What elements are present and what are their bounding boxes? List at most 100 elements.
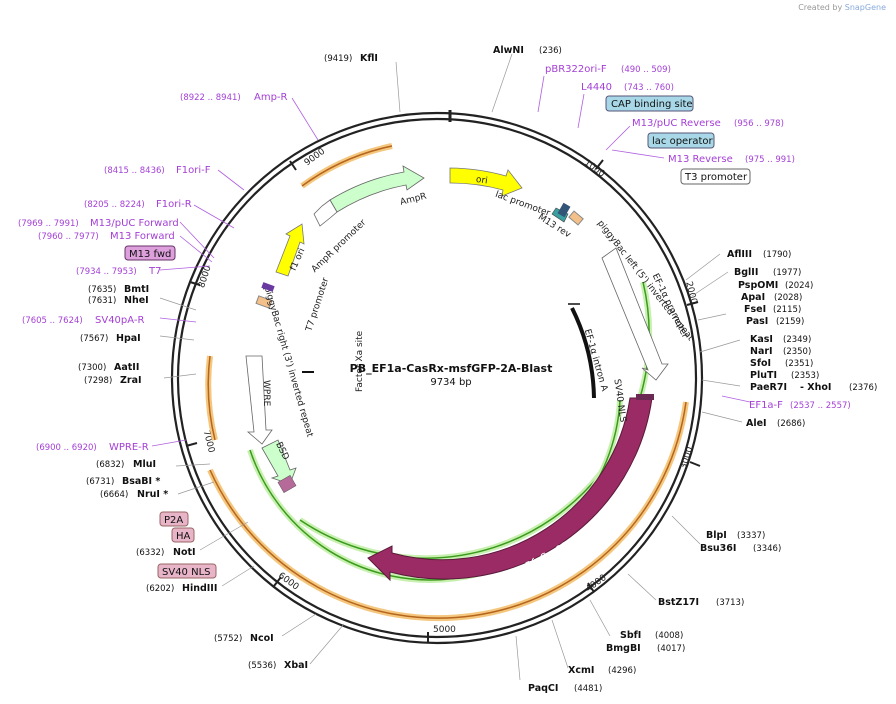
tick-1000 xyxy=(595,159,604,170)
site-nrui[interactable]: NruI * xyxy=(137,489,168,500)
site-bsabi[interactable]: BsaBI * xyxy=(122,476,160,487)
primer-t7[interactable]: T7 xyxy=(148,266,161,277)
primer-f1ori-f[interactable]: F1ori-F xyxy=(176,165,211,176)
primer-pbr322ori-f[interactable]: pBR322ori-F xyxy=(545,64,607,75)
site-nari[interactable]: NarI xyxy=(750,346,773,357)
box-sv40-nls-label: SV40 NLS xyxy=(162,567,211,578)
site-bmti[interactable]: BmtI xyxy=(124,284,149,295)
site-xcmi[interactable]: XcmI xyxy=(568,665,594,676)
primer-pbr322ori-f-pos: (490 .. 509) xyxy=(621,65,671,75)
site-xbai[interactable]: XbaI xyxy=(284,660,308,671)
f1-ori-feature[interactable] xyxy=(275,223,305,277)
m13-rev-label: M13 rev xyxy=(536,212,573,240)
site-nhei[interactable]: NheI xyxy=(124,295,149,306)
site-paqci[interactable]: PaqCI xyxy=(528,683,558,694)
primer-l4440[interactable]: L4440 xyxy=(581,82,612,93)
tick-8000 xyxy=(189,281,201,286)
piggybac-left-block[interactable] xyxy=(568,210,584,226)
site-blpi-pos: (3337) xyxy=(737,531,765,541)
site-pluti[interactable]: PluTI xyxy=(750,370,777,381)
backbone-inner-ring xyxy=(176,117,698,639)
site-paer7i[interactable]: PaeR7I xyxy=(750,382,787,393)
site-bmgbi[interactable]: BmgBI xyxy=(606,643,641,654)
ampr-feature[interactable] xyxy=(329,165,425,213)
ori-feature[interactable] xyxy=(449,167,523,197)
site-bsu36i[interactable]: Bsu36I xyxy=(700,543,736,554)
restriction-sites: (9419) KflI AlwNI (236) AflIII (1790) Bg… xyxy=(78,45,877,694)
box-sv40-nls[interactable] xyxy=(157,563,217,579)
ampr-promoter-label: AmpR promoter xyxy=(310,218,369,275)
site-hindiii[interactable]: HindIII xyxy=(182,583,217,594)
site-hpai[interactable]: HpaI xyxy=(116,333,141,344)
site-afliii[interactable]: AflIII xyxy=(727,249,752,260)
cds-arcs xyxy=(205,143,689,622)
piggybac-right-label: piggyBac right (3') inverted repeat xyxy=(262,285,315,438)
primer-ef1a-f[interactable]: EF1a-F xyxy=(749,400,783,411)
site-bglii[interactable]: BglII xyxy=(734,267,758,278)
tick-label-3000: 3000 xyxy=(679,445,696,470)
primer-sv40pa-r[interactable]: SV40pA-R xyxy=(95,315,144,326)
site-fsei[interactable]: FseI xyxy=(744,304,766,315)
rfxcas13d-feature[interactable] xyxy=(367,397,653,582)
box-m13-fwd[interactable] xyxy=(124,245,176,261)
site-zrai[interactable]: ZraI xyxy=(120,375,142,386)
box-ha-label: HA xyxy=(176,531,191,542)
primer-t7-pos: (7934 .. 7953) xyxy=(76,267,137,277)
site-mlui[interactable]: MluI xyxy=(133,459,156,470)
box-p2a[interactable] xyxy=(159,511,189,527)
box-lac-operator[interactable] xyxy=(647,132,715,149)
primer-f1ori-r[interactable]: F1ori-R xyxy=(156,199,192,210)
site-kasi-pos: (2349) xyxy=(783,335,811,345)
primer-m13-puc-forward[interactable]: M13/pUC Forward xyxy=(90,218,179,229)
ef1a-intron-label: EF-1α intron A xyxy=(582,328,610,393)
ef1a-promoter-feature[interactable] xyxy=(601,247,669,381)
site-sfoi[interactable]: SfoI xyxy=(750,358,771,369)
wpre-label: WPRE xyxy=(261,380,271,407)
box-t3-promoter-label: T3 promoter xyxy=(684,172,748,183)
wpre-feature[interactable] xyxy=(245,355,273,445)
site-xhoi[interactable]: - XhoI xyxy=(800,382,831,393)
site-kasi[interactable]: KasI xyxy=(750,334,773,345)
site-apai[interactable]: ApaI xyxy=(741,292,765,303)
box-t3-promoter[interactable] xyxy=(680,168,751,185)
site-pasi[interactable]: PasI xyxy=(746,316,768,327)
site-ncoi[interactable]: NcoI xyxy=(250,633,274,644)
primer-l4440-pos: (743 .. 760) xyxy=(624,83,674,93)
snapgene-brand: SnapGene xyxy=(844,3,886,12)
site-paqci-pos: (4481) xyxy=(574,684,602,694)
tick-7000 xyxy=(185,442,198,447)
site-pspomi[interactable]: PspOMI xyxy=(738,280,778,291)
site-blpi[interactable]: BlpI xyxy=(706,530,727,541)
primer-m13-puc-forward-pos: (7969 .. 7991) xyxy=(18,219,79,229)
site-alwni[interactable]: AlwNI xyxy=(493,45,524,56)
t7-promoter-label: T7 promoter xyxy=(304,276,331,333)
site-aatii[interactable]: AatII xyxy=(114,362,139,373)
t7-promoter-block[interactable] xyxy=(255,295,273,309)
box-m13-fwd-label: M13 fwd xyxy=(129,249,171,260)
primer-m13-puc-reverse[interactable]: M13/pUC Reverse xyxy=(632,118,721,129)
site-pluti-pos: (2353) xyxy=(791,371,819,381)
bsd-feature[interactable] xyxy=(261,439,297,485)
site-kfli[interactable]: KflI xyxy=(360,53,378,64)
tick-label-5000: 5000 xyxy=(433,625,456,635)
primer-f1ori-r-pos: (8205 .. 8224) xyxy=(84,200,145,210)
site-noti[interactable]: NotI xyxy=(173,547,196,558)
primer-wpre-r[interactable]: WPRE-R xyxy=(109,442,149,453)
ampr-promoter-feature[interactable] xyxy=(313,199,338,227)
box-cap-binding-site[interactable] xyxy=(605,95,694,112)
primer-amp-r[interactable]: Amp-R xyxy=(254,92,288,103)
site-sbfi-pos: (4008) xyxy=(655,631,683,641)
site-sbfi[interactable]: SbfI xyxy=(620,630,641,641)
primer-m13-reverse[interactable]: M13 Reverse xyxy=(668,154,733,165)
primer-f1ori-f-pos: (8415 .. 8436) xyxy=(104,166,165,176)
site-noti-pos: (6332) xyxy=(136,548,164,558)
box-ha[interactable] xyxy=(171,527,195,543)
site-bglii-pos: (1977) xyxy=(773,268,801,278)
primer-m13-forward[interactable]: M13 Forward xyxy=(110,231,175,242)
tick-6000 xyxy=(273,576,282,587)
primer-m13-forward-pos: (7960 .. 7977) xyxy=(38,232,99,242)
site-bstz17i[interactable]: BstZ17I xyxy=(658,597,699,608)
site-alei[interactable]: AleI xyxy=(746,418,767,429)
site-pspomi-pos: (2024) xyxy=(785,281,813,291)
